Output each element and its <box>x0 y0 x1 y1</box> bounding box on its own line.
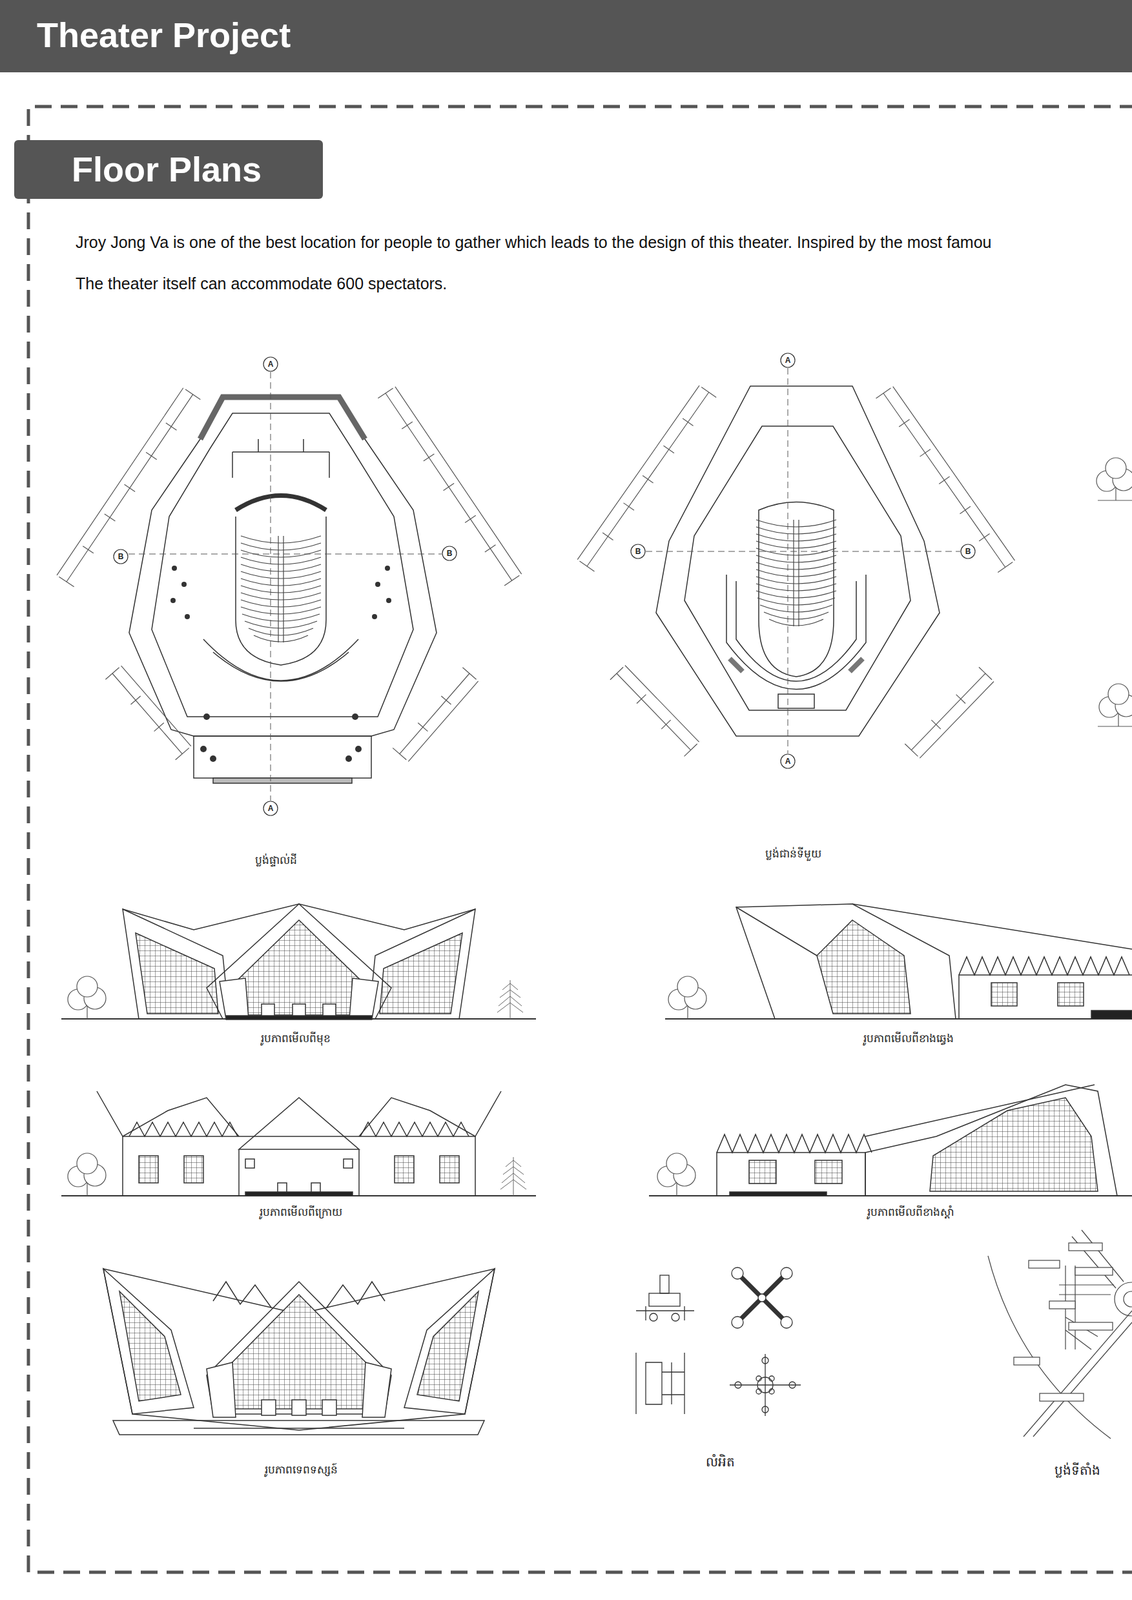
drawing-caption: រូបភាពមើលពីក្រោយ <box>259 1205 343 1220</box>
ground-floor-plan <box>56 357 522 816</box>
location-map <box>987 1230 1132 1439</box>
section-marker: A <box>267 803 274 814</box>
drawing-caption: លំអិត <box>705 1454 735 1471</box>
front-elevation <box>61 904 536 1020</box>
section-marker: A <box>785 355 792 366</box>
drawing-caption: ប្លង់ផ្ទាល់ដី <box>255 853 298 868</box>
detail-drawings <box>636 1267 801 1417</box>
section-band: Floor Plans <box>14 140 323 199</box>
section-marker: A <box>267 359 274 370</box>
right-elevation <box>648 1084 1132 1196</box>
left-elevation <box>665 904 1132 1019</box>
section-marker: B <box>965 546 972 557</box>
section-marker: B <box>446 548 453 559</box>
description-text: Jroy Jong Va is one of the best location… <box>75 232 992 253</box>
drawing-caption: រូបភាពមើលពីមុខ <box>260 1031 331 1046</box>
first-floor-plan <box>577 353 1015 769</box>
drawing-caption: រូបភាពមើលពីខាងឆ្វេង <box>863 1031 954 1046</box>
drawing-caption: ប្លង់ជាន់ទីមួយ <box>765 847 822 861</box>
section-marker: A <box>785 756 792 767</box>
perspective-view <box>103 1268 495 1435</box>
drawing-caption: ប្លង់ទីតាំង <box>1054 1462 1101 1479</box>
header-bar <box>0 0 1132 73</box>
page-title: Theater Project <box>36 14 291 57</box>
section-marker: B <box>118 552 124 562</box>
back-elevation <box>61 1091 536 1196</box>
section-heading: Floor Plans <box>71 150 262 189</box>
dashed-frame <box>28 106 1132 1573</box>
drawing-caption: រូបភាពទេពទស្សន៍ <box>264 1463 338 1477</box>
description-text: The theater itself can accommodate 600 s… <box>75 273 447 294</box>
edge-trees <box>1096 457 1132 727</box>
section-marker: B <box>635 546 642 557</box>
drawing-caption: រូបភាពមើលពីខាងស្តាំ <box>867 1205 954 1220</box>
